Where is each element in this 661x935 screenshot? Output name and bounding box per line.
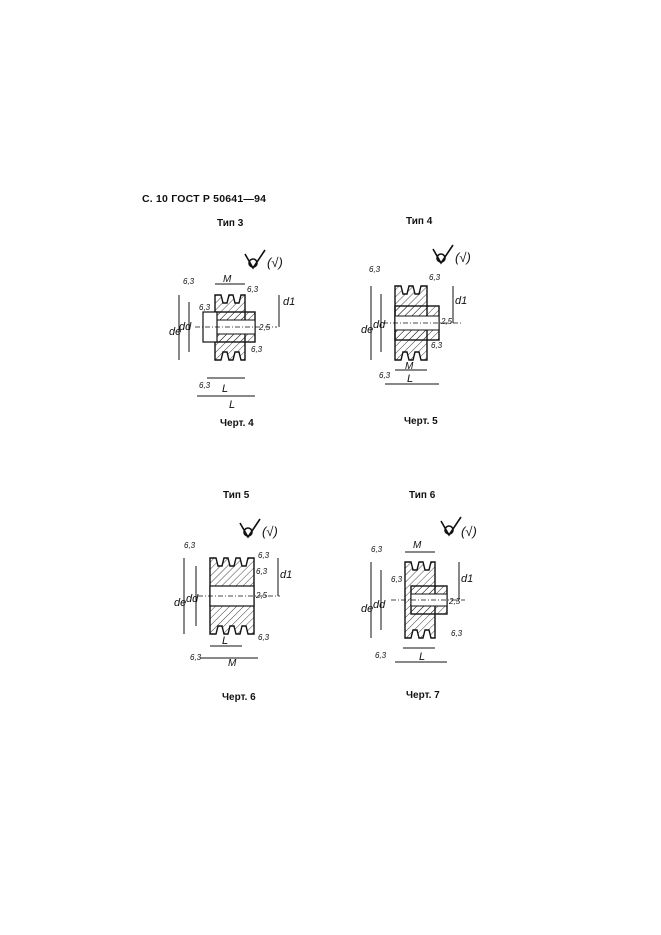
roughness-value: 2,5 [448, 597, 461, 606]
roughness-symbol-icon: (√) [244, 249, 283, 270]
pulley-drawing-type-4: (√) de dd d1 M L 6,3 6,3 2,5 6,3 6,3 [361, 244, 471, 385]
roughness-note: (√) [262, 524, 278, 539]
roughness-value: 6,3 [379, 371, 391, 380]
figure-caption: Черт. 4 [220, 418, 254, 429]
roughness-value: 2,5 [440, 317, 453, 326]
figure-type-label: Тип 3 [217, 218, 244, 229]
figure-type-label: Тип 5 [223, 490, 250, 501]
dim-dd: dd [186, 593, 199, 605]
roughness-value: 6,3 [256, 567, 268, 576]
roughness-value: 6,3 [251, 345, 263, 354]
dim-m: M [413, 540, 422, 551]
roughness-note: (√) [461, 524, 477, 539]
roughness-value: 6,3 [451, 629, 463, 638]
dim-m: M [223, 274, 232, 285]
roughness-value: 6,3 [183, 277, 195, 286]
roughness-note: (√) [455, 250, 471, 265]
roughness-value: 6,3 [391, 575, 403, 584]
dim-de: de [361, 324, 373, 336]
dim-de: de [174, 597, 186, 609]
dim-d1: d1 [283, 296, 295, 308]
roughness-symbol-icon: (√) [239, 518, 278, 539]
roughness-value: 6,3 [375, 651, 387, 660]
roughness-value: 6,3 [190, 653, 202, 662]
figure-type-label: Тип 4 [406, 216, 433, 227]
dim-d1: d1 [280, 569, 292, 581]
dim-de: de [169, 326, 181, 338]
dim-l: L [419, 651, 425, 663]
pulley-drawing-type-6: (√) de dd d1 M L 6,3 6,3 2,5 6,3 6,3 [361, 516, 477, 663]
figure-caption: Черт. 7 [406, 690, 440, 701]
figure-type-label: Тип 6 [409, 490, 436, 501]
figure-caption: Черт. 6 [222, 692, 256, 703]
roughness-symbol-icon: (√) [432, 244, 471, 265]
pulley-drawing-type-5: (√) de dd d1 L M 6,3 6,3 6,3 2,5 6,3 6,3 [174, 518, 292, 669]
roughness-value: 2,5 [255, 591, 268, 600]
dim-d1: d1 [461, 573, 473, 585]
dim-m: M [228, 658, 237, 669]
roughness-value: 6,3 [247, 285, 259, 294]
roughness-value: 2,5 [258, 323, 271, 332]
figure-caption: Черт. 5 [404, 416, 438, 427]
dim-l-small: L [222, 383, 228, 395]
page-header: С. 10 ГОСТ Р 50641—94 [142, 193, 267, 205]
roughness-value: 6,3 [184, 541, 196, 550]
roughness-value: 6,3 [258, 633, 270, 642]
dim-l: L [229, 399, 235, 411]
roughness-value: 6,3 [258, 551, 270, 560]
roughness-value: 6,3 [199, 381, 211, 390]
roughness-value: 6,3 [199, 303, 211, 312]
dim-m: M [405, 361, 414, 372]
dim-dd: dd [373, 599, 386, 611]
pulley-drawing-type-3: (√) de dd d1 M L L 6,3 6,3 6,3 2,5 6,3 6… [169, 249, 295, 411]
dim-d1: d1 [455, 295, 467, 307]
dim-dd: dd [179, 321, 192, 333]
roughness-value: 6,3 [369, 265, 381, 274]
roughness-symbol-icon: (√) [440, 516, 477, 539]
roughness-value: 6,3 [431, 341, 443, 350]
dim-l: L [407, 373, 413, 385]
dim-dd: dd [373, 319, 386, 331]
roughness-value: 6,3 [429, 273, 441, 282]
dim-de: de [361, 603, 373, 615]
roughness-value: 6,3 [371, 545, 383, 554]
dim-l: L [222, 635, 228, 647]
roughness-note: (√) [267, 255, 283, 270]
